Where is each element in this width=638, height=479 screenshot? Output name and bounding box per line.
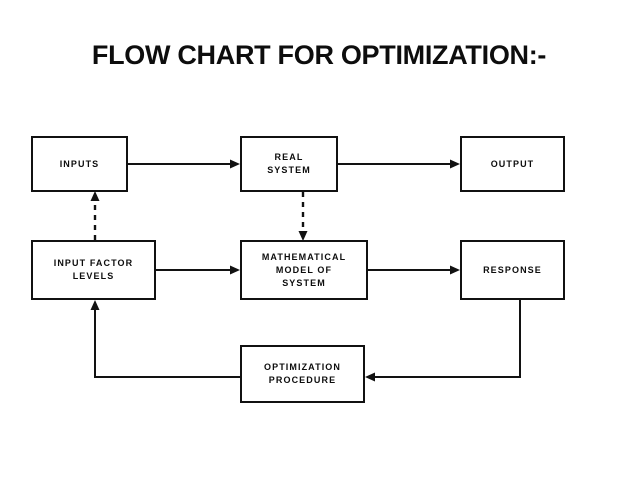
node-mathematical-model-of-system[interactable]: MATHEMATICAL MODEL OF SYSTEM [240, 240, 368, 300]
node-real-system[interactable]: REAL SYSTEM [240, 136, 338, 192]
node-mathematical-model-of-system-label: MATHEMATICAL MODEL OF SYSTEM [261, 251, 347, 288]
node-input-factor-levels-label: INPUT FACTOR LEVELS [53, 258, 134, 281]
edge-input-factor-to-math-model [156, 265, 240, 275]
node-inputs-label: INPUTS [59, 158, 100, 169]
node-optimization-procedure[interactable]: OPTIMIZATION PROCEDURE [240, 345, 365, 403]
edge-response-to-optimization [365, 300, 521, 382]
edge-math-model-to-response [368, 265, 460, 275]
node-output-label: OUTPUT [490, 158, 535, 169]
node-input-factor-levels[interactable]: INPUT FACTOR LEVELS [31, 240, 156, 300]
edge-real-system-to-math-model-dashed [298, 192, 308, 241]
edge-optimization-to-input-factor [90, 300, 240, 378]
node-response-label: RESPONSE [483, 264, 542, 275]
page-title: FLOW CHART FOR OPTIMIZATION:- [91, 40, 547, 70]
node-response[interactable]: RESPONSE [460, 240, 565, 300]
node-inputs[interactable]: INPUTS [31, 136, 128, 192]
edge-real-system-to-output [338, 159, 460, 169]
node-optimization-procedure-label: OPTIMIZATION PROCEDURE [263, 362, 342, 385]
node-real-system-label: REAL SYSTEM [267, 152, 311, 175]
edge-inputs-to-real-system [128, 159, 240, 169]
node-output[interactable]: OUTPUT [460, 136, 565, 192]
edge-input-factor-to-inputs-dashed [90, 191, 100, 240]
